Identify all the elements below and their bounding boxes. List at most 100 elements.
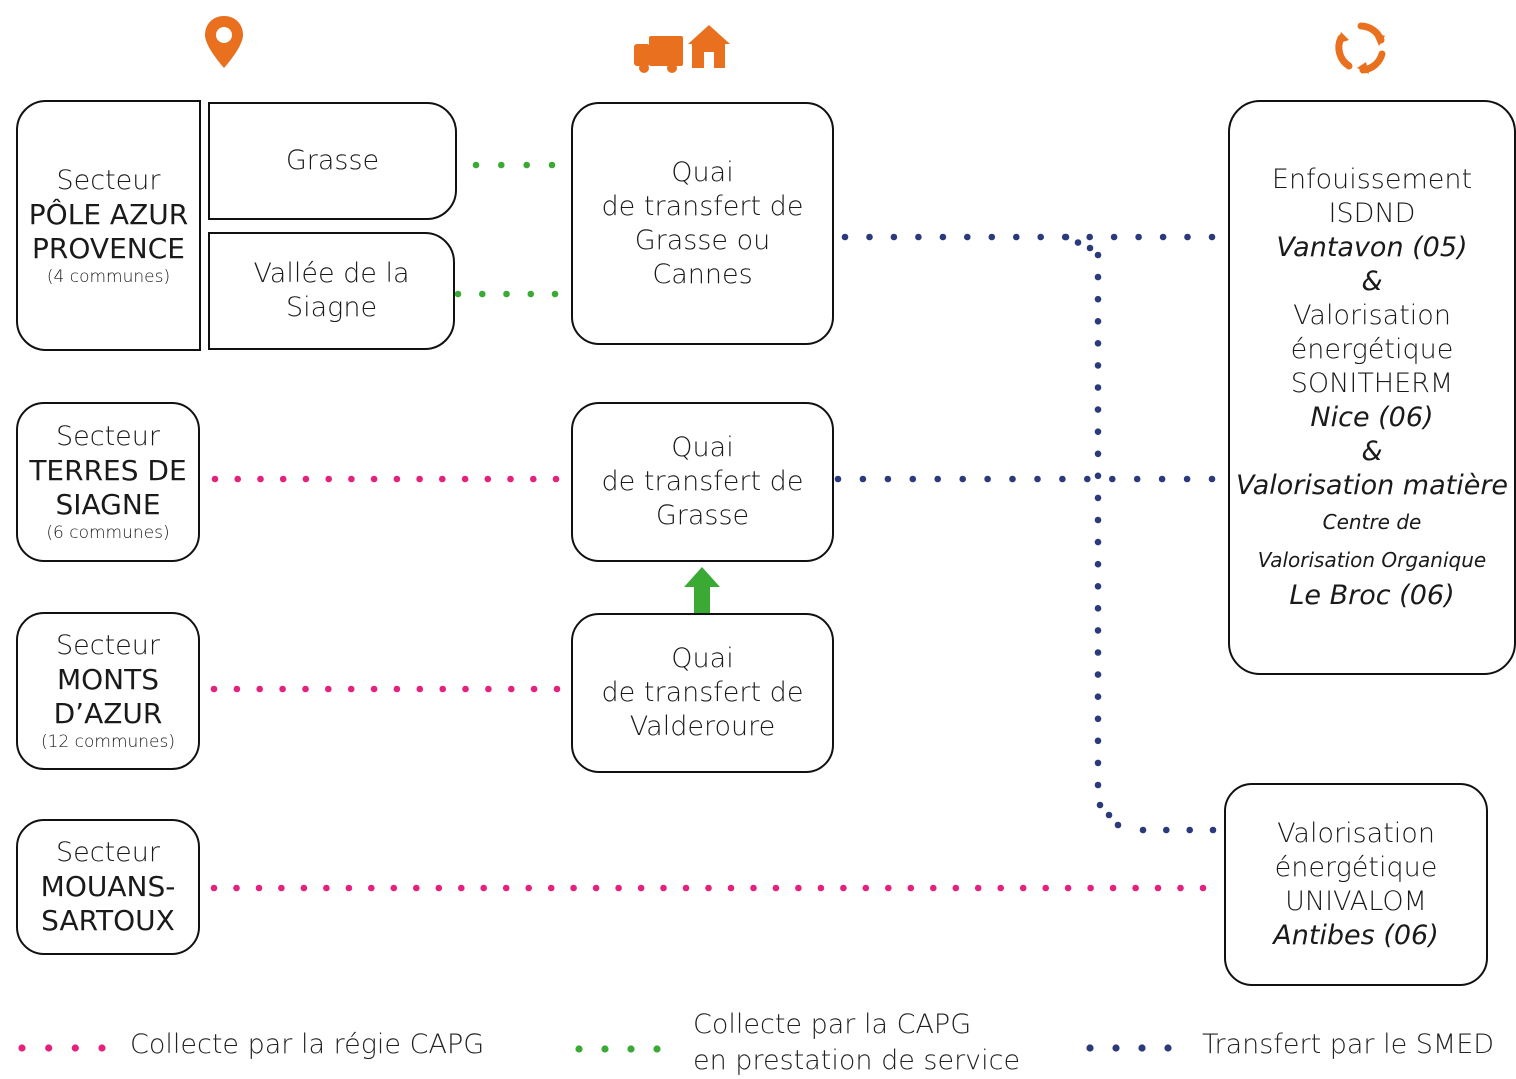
- connector-vertical-smed-dot: [1094, 340, 1102, 347]
- connector-mouans-to-univalom-dot: [435, 884, 443, 892]
- connector-mouans-to-univalom-dot: [840, 884, 847, 892]
- connector-vallee-to-quai1: [454, 290, 559, 298]
- connector-terres-to-quai2-dot: [461, 475, 469, 483]
- connector-quai1-to-enfouissement-dot: [1159, 233, 1167, 241]
- connector-quai1-to-enfouissement: [841, 233, 1216, 241]
- connector-vertical-smed-dot: [1094, 450, 1102, 458]
- quai-valderoure-box: Quai de transfert de Valderoure: [571, 613, 834, 773]
- connector-mouans-to-univalom-dot: [525, 884, 532, 892]
- location-pin-icon: [205, 16, 243, 68]
- connector-vallee-to-quai1-dot: [479, 290, 486, 298]
- connector-mouans-to-univalom-dot: [637, 884, 645, 892]
- connector-terres-to-quai2-dot: [484, 475, 492, 483]
- connector-mouans-to-univalom-dot: [885, 884, 892, 892]
- connector-curve-top-dot: [1074, 239, 1082, 246]
- up-arrow-icon: [684, 567, 720, 613]
- connector-curve-top-dot: [1062, 233, 1070, 241]
- connector-quai1-to-enfouissement-dot: [988, 233, 996, 241]
- connector-to-univalom-dot: [1139, 826, 1147, 834]
- connector-mouans-to-univalom-dot: [660, 884, 667, 892]
- connector-vertical-smed-dot: [1094, 295, 1102, 303]
- dest-label: Valorisation: [1277, 817, 1435, 849]
- connector-monts-to-quai3-dot: [370, 685, 378, 693]
- connector-mouans-to-univalom-dot: [323, 884, 330, 892]
- connector-vallee-to-quai1-dot: [503, 290, 510, 298]
- truck-house-icon: [634, 25, 730, 73]
- connector-vertical-smed-dot: [1094, 516, 1102, 524]
- connector-mouans-to-univalom-dot: [772, 884, 780, 892]
- connector-monts-to-quai3-dot: [302, 685, 309, 693]
- quai-label: Valderoure: [629, 711, 776, 742]
- sector-name: PROVENCE: [32, 231, 185, 265]
- area-name: Siagne: [285, 292, 378, 323]
- quai-label: de transfert de: [601, 466, 804, 497]
- connector-monts-to-quai3-dot: [416, 685, 424, 693]
- connector-curve-top-dot: [1086, 244, 1094, 252]
- quai-label: Grasse: [655, 500, 750, 531]
- connector-monts-to-quai3-dot: [279, 685, 286, 693]
- connector-mouans-to-univalom-dot: [930, 884, 937, 892]
- connector-to-univalom-dot: [1163, 826, 1170, 834]
- legend-regie-swatch-dot: [45, 1044, 53, 1052]
- connector-monts-to-quai3-dot: [347, 685, 355, 693]
- legend-smed-swatch-dot: [1164, 1044, 1172, 1052]
- connector-terres-to-quai2-dot: [348, 475, 355, 483]
- connector-monts-to-quai3-dot: [462, 685, 469, 693]
- connector-quai1-to-enfouissement-dot: [841, 233, 849, 241]
- connector-vertical-smed-dot: [1094, 781, 1102, 789]
- connector-curve-bottom-dot: [1114, 821, 1122, 829]
- connector-quai1-to-enfouissement-dot: [1086, 233, 1093, 241]
- connector-mouans-to-univalom-dot: [705, 884, 712, 892]
- connector-vallee-to-quai1-dot: [527, 290, 535, 298]
- dest-location: Nice (06): [1310, 401, 1434, 433]
- connector-mouans-to-univalom-dot: [368, 884, 375, 892]
- connector-monts-to-quai3-dot: [325, 685, 332, 693]
- legend-smed-swatch-dot: [1112, 1044, 1120, 1052]
- connector-vertical-smed-dot: [1094, 605, 1102, 612]
- connector-terres-to-quai2-dot: [302, 475, 310, 483]
- connector-quai2-to-enfouissement-dot: [1109, 475, 1116, 483]
- sector-label: Secteur: [55, 421, 160, 452]
- connector-terres-to-quai2-dot: [234, 475, 241, 483]
- connector-to-univalom: [1139, 826, 1217, 834]
- connector-terres-to-quai2-dot: [257, 475, 264, 483]
- quai-grasse-cannes-box: Quai de transfert de Grasse ou Cannes: [571, 102, 834, 345]
- dest-label: ISDND: [1328, 197, 1416, 229]
- dest-label: Valorisation: [1293, 299, 1451, 331]
- legend-smed-swatch-dot: [1086, 1044, 1094, 1052]
- connector-vertical-smed-dot: [1094, 627, 1102, 634]
- connector-mouans-to-univalom-dot: [615, 884, 622, 892]
- connector-mouans-to-univalom-dot: [1019, 884, 1027, 892]
- connector-grasse-to-quai1-dot: [472, 161, 480, 169]
- connector-quai2-to-enfouissement-dot: [1034, 475, 1041, 483]
- connector-quai2-to-enfouissement: [834, 475, 1216, 483]
- legend-regie-swatch-dot: [18, 1044, 26, 1052]
- sector-name: D’AZUR: [53, 697, 163, 730]
- quai-label: de transfert de: [601, 677, 804, 708]
- connector-quai1-to-enfouissement-dot: [1013, 233, 1020, 241]
- connector-terres-to-quai2-dot: [416, 475, 423, 483]
- connector-mouans-to-univalom-dot: [255, 884, 263, 892]
- sector-mouans-sartoux-box: Secteur MOUANS- SARTOUX: [16, 819, 200, 955]
- connector-quai2-to-enfouissement-dot: [1158, 475, 1166, 483]
- connector-terres-to-quai2-dot: [530, 475, 537, 483]
- connector-quai2-to-enfouissement-dot: [959, 475, 966, 483]
- dest-label: énergétique: [1290, 333, 1454, 365]
- legend-prestation-swatch-dot: [627, 1045, 635, 1053]
- connector-mouans-to-univalom-dot: [390, 884, 398, 892]
- connector-mouans-to-univalom-dot: [750, 884, 757, 892]
- sector-monts-azur-box: Secteur MONTS D’AZUR (12 communes): [16, 612, 200, 770]
- connector-terres-to-quai2-dot: [507, 475, 514, 483]
- sector-name: MONTS: [56, 663, 160, 696]
- sector-label: Secteur: [55, 630, 160, 661]
- connector-terres-to-quai2-dot: [370, 475, 378, 483]
- connector-quai1-to-enfouissement-dot: [1037, 233, 1044, 241]
- connector-quai1-to-enfouissement-dot: [890, 233, 898, 241]
- legend-regie-swatch: [18, 1044, 106, 1052]
- area-name: Grasse: [285, 145, 380, 176]
- connector-mouans-to-univalom-dot: [1177, 884, 1184, 892]
- connector-curve-bottom-dot: [1105, 811, 1113, 819]
- connector-grasse-to-quai1-dot: [523, 161, 530, 169]
- sector-name: MOUANS-: [40, 870, 176, 903]
- quai-label: Quai: [671, 156, 734, 188]
